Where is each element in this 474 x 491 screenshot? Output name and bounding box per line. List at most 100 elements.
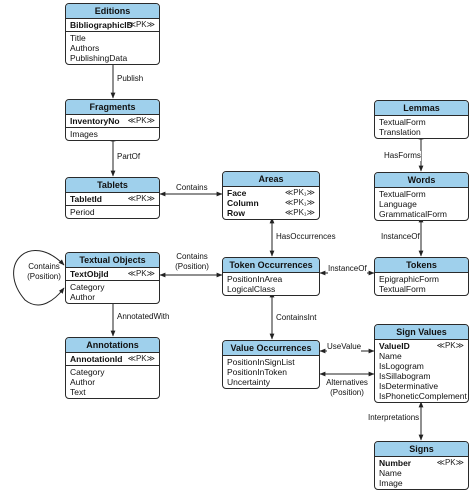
key-name: ValueID bbox=[379, 341, 410, 351]
attr-isphoneticcomplement: IsPhoneticComplement bbox=[379, 391, 467, 401]
contains-position-label: Contains (Position) bbox=[172, 252, 212, 272]
attr-isdeterminative: IsDeterminative bbox=[379, 381, 439, 391]
pk-marker: ≪PK₁≫ bbox=[284, 198, 315, 207]
attr-image: Image bbox=[379, 478, 403, 488]
entity-textual-objects[interactable]: Textual Objects TextObjId≪PK≫ Category A… bbox=[65, 252, 160, 304]
pk-marker: ≪PK≫ bbox=[436, 458, 464, 467]
attr-positioninarea: PositionInArea bbox=[227, 274, 283, 284]
self-contains-label-line2: (Position) bbox=[27, 272, 61, 281]
entity-title: Tablets bbox=[66, 178, 159, 193]
attr-category: Category bbox=[70, 282, 105, 292]
attr-positioninsignlist: PositionInSignList bbox=[227, 357, 295, 367]
attr-separator bbox=[66, 127, 159, 128]
attr-images: Images bbox=[70, 129, 98, 139]
attr-uncertainty: Uncertainty bbox=[227, 377, 270, 387]
attr-language: Language bbox=[379, 199, 417, 209]
entity-annotations[interactable]: Annotations AnnotationId≪PK≫ Category Au… bbox=[65, 337, 160, 399]
hasoccurrences-label: HasOccurrences bbox=[276, 232, 336, 242]
entity-lemmas[interactable]: Lemmas TextualForm Translation bbox=[374, 100, 469, 139]
attr-author: Author bbox=[70, 292, 96, 302]
primary-key-attr: Number ≪PK≫ bbox=[379, 458, 464, 468]
key-name: TabletId bbox=[70, 194, 102, 204]
pk-marker: ≪PK≫ bbox=[127, 116, 155, 125]
pk-marker: ≪PK≫ bbox=[127, 20, 155, 29]
annotatedwith-label: AnnotatedWith bbox=[117, 312, 170, 322]
entity-title: Signs bbox=[375, 442, 468, 457]
attr-textualform: TextualForm bbox=[379, 284, 426, 294]
entity-tablets[interactable]: Tablets TabletId ≪PK≫ Period bbox=[65, 177, 160, 219]
usevalue-label: UseValue bbox=[327, 342, 362, 352]
alternatives-label: Alternatives (Position) bbox=[322, 378, 372, 398]
contains-position-label-line2: (Position) bbox=[175, 262, 209, 271]
alternatives-label-line2: (Position) bbox=[330, 388, 364, 397]
attr-logicalclass: LogicalClass bbox=[227, 284, 276, 294]
alternatives-label-line1: Alternatives bbox=[326, 378, 368, 387]
entity-fragments[interactable]: Fragments InventoryNo ≪PK≫ Images bbox=[65, 99, 160, 141]
key-name: InventoryNo bbox=[70, 116, 120, 126]
attr-islogogram: IsLogogram bbox=[379, 361, 424, 371]
attr-publishingdata: PublishingData bbox=[70, 53, 128, 63]
pk-marker: ≪PK₁≫ bbox=[284, 208, 315, 217]
key-name: AnnotationId bbox=[70, 354, 123, 364]
attr-title: Title bbox=[70, 33, 86, 43]
primary-key-attr: BibliographicID≪PK≫ bbox=[70, 20, 155, 30]
attr-grammaticalform: GrammaticalForm bbox=[379, 209, 448, 219]
containsint-label: ContainsInt bbox=[276, 313, 317, 323]
contains-label: Contains bbox=[176, 183, 208, 193]
attr-period: Period bbox=[70, 207, 95, 217]
entity-title: Fragments bbox=[66, 100, 159, 115]
hasforms-label: HasForms bbox=[384, 151, 421, 161]
attr-issillabogram: IsSillabogram bbox=[379, 371, 431, 381]
primary-key-attr: TextObjId≪PK≫ bbox=[70, 269, 155, 279]
pk-marker: ≪PK₁≫ bbox=[284, 188, 315, 197]
attr-textualform: TextualForm bbox=[379, 117, 426, 127]
key-name: Column bbox=[227, 198, 259, 208]
entity-token-occurrences[interactable]: Token Occurrences PositionInArea Logical… bbox=[222, 257, 320, 296]
primary-key-attr: ValueID ≪PK≫ bbox=[379, 341, 464, 351]
entity-title: Value Occurrences bbox=[223, 341, 319, 356]
self-contains-label-line1: Contains bbox=[28, 262, 60, 271]
attr-textualform: TextualForm bbox=[379, 189, 426, 199]
attr-text: Text bbox=[70, 387, 86, 397]
pk-marker: ≪PK≫ bbox=[127, 269, 155, 278]
primary-key-attr-row: Row ≪PK₁≫ bbox=[227, 208, 315, 218]
attr-author: Author bbox=[70, 377, 96, 387]
publish-label: Publish bbox=[117, 74, 144, 84]
entity-title: Lemmas bbox=[375, 101, 468, 116]
entity-title: Editions bbox=[66, 4, 159, 19]
interpretations-label: Interpretations bbox=[368, 413, 420, 423]
entity-signs[interactable]: Signs Number≪PK≫ Name Image bbox=[374, 441, 469, 490]
contains-position-label-line1: Contains bbox=[176, 252, 208, 261]
primary-key-attr-face: Face≪PK₁≫ bbox=[227, 188, 315, 198]
attr-separator bbox=[66, 365, 159, 366]
self-contains-label: Contains (Position) bbox=[26, 262, 62, 282]
primary-key-attr: InventoryNo ≪PK≫ bbox=[70, 116, 155, 126]
attr-translation: Translation bbox=[379, 127, 421, 137]
instanceof-words-label: InstanceOf bbox=[381, 232, 420, 242]
instanceof-tokens-label: InstanceOf bbox=[328, 264, 367, 274]
attr-name: Name bbox=[379, 351, 402, 361]
pk-marker: ≪PK≫ bbox=[127, 194, 155, 203]
attr-separator bbox=[66, 205, 159, 206]
entity-value-occurrences[interactable]: Value Occurrences PositionInSignList Pos… bbox=[222, 340, 320, 389]
entity-editions[interactable]: Editions BibliographicID≪PK≫ Title Autho… bbox=[65, 3, 160, 65]
entity-tokens[interactable]: Tokens EpigraphicForm TextualForm bbox=[374, 257, 469, 296]
entity-title: Annotations bbox=[66, 338, 159, 353]
primary-key-attr-column: Column ≪PK₁≫ bbox=[227, 198, 315, 208]
key-name: Number bbox=[379, 458, 412, 468]
primary-key-attr: AnnotationId≪PK≫ bbox=[70, 354, 155, 364]
entity-title: Tokens bbox=[375, 258, 468, 273]
primary-key-attr: TabletId ≪PK≫ bbox=[70, 194, 155, 204]
attr-epigraphicform: EpigraphicForm bbox=[379, 274, 439, 284]
attr-category: Category bbox=[70, 367, 105, 377]
key-name: Row bbox=[227, 208, 245, 218]
partof-label: PartOf bbox=[117, 152, 141, 162]
attr-positionintoken: PositionInToken bbox=[227, 367, 288, 377]
pk-marker: ≪PK≫ bbox=[436, 341, 464, 350]
entity-areas[interactable]: Areas Face≪PK₁≫ Column≪PK₁≫ Row≪PK₁≫ bbox=[222, 171, 320, 220]
entity-sign-values[interactable]: Sign Values ValueID≪PK≫ Name IsLogogram … bbox=[374, 324, 469, 403]
entity-words[interactable]: Words TextualForm Language GrammaticalFo… bbox=[374, 172, 469, 221]
attr-separator bbox=[66, 280, 159, 281]
entity-title: Token Occurrences bbox=[223, 258, 319, 273]
